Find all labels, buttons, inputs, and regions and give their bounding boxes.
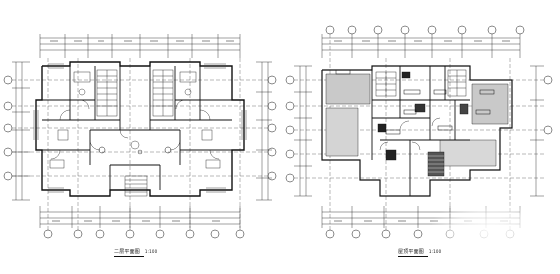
left-plan-title-underline [114, 256, 144, 257]
left-interior-walls [42, 66, 232, 190]
left-top-dimensions [39, 34, 241, 58]
left-bottom-dimensions [39, 206, 241, 228]
right-side-dimensions [294, 65, 544, 197]
left-side-dimensions [12, 61, 30, 201]
right-room-tags [335, 69, 495, 135]
left-plan-title: 二层平面图 1:100 [114, 248, 157, 255]
right-shafts [377, 71, 469, 161]
right-plan-title-underline [398, 256, 428, 257]
left-plan-title-text: 二层平面图 [114, 249, 141, 255]
watermark-fade [432, 200, 552, 260]
left-plan-scale: 1:100 [144, 249, 158, 254]
left-windows [33, 63, 247, 193]
left-stairs [96, 69, 174, 197]
right-floor-plan [285, 25, 553, 239]
right-stairs [375, 69, 467, 177]
left-floor-plan [3, 34, 277, 239]
left-exterior-walls [35, 61, 245, 197]
dimension-text-marks [50, 40, 510, 222]
right-top-dimensions [321, 34, 521, 58]
right-plan-title-text: 屋顶平面图 [398, 249, 425, 255]
right-roof-outline [321, 65, 513, 197]
right-door-swings [379, 117, 441, 151]
left-section-markers [98, 146, 172, 154]
left-axis-lines [12, 58, 268, 230]
right-roof-panels [325, 73, 509, 167]
right-interior-walls [371, 66, 470, 196]
left-fixtures [49, 71, 221, 169]
